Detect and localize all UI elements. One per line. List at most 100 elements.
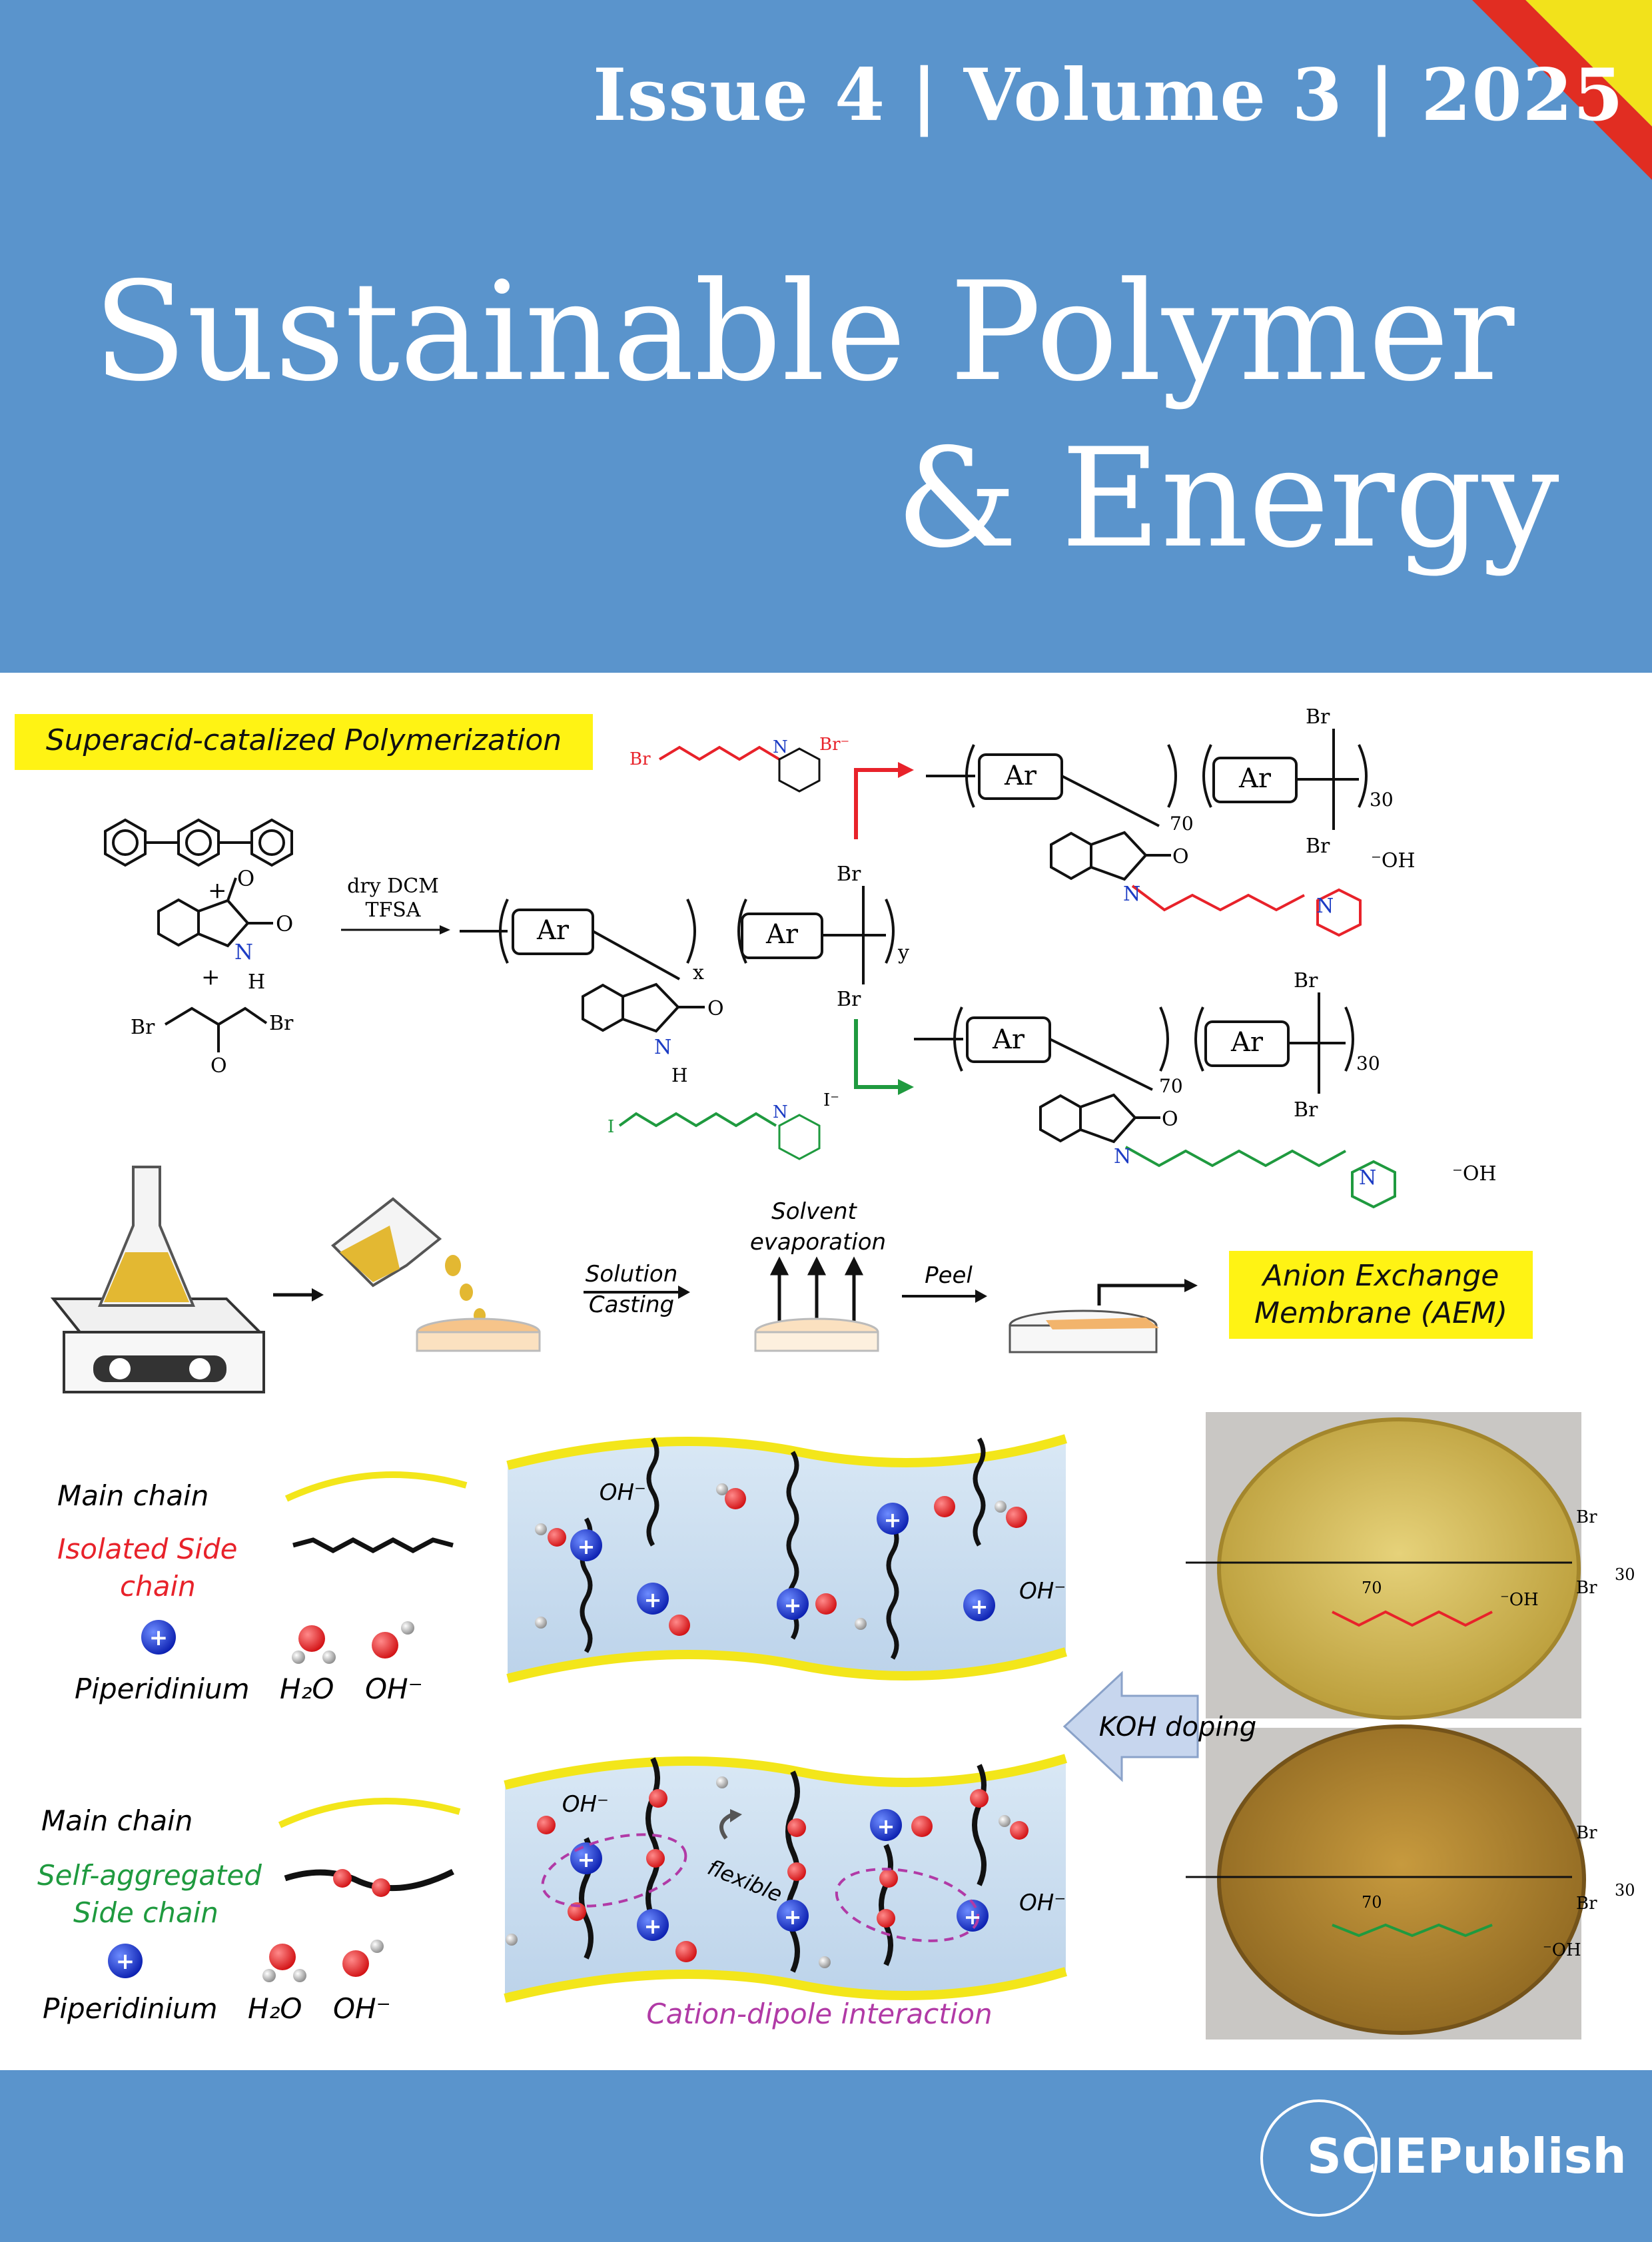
plus-sign: + [116,1948,135,1975]
subscript-70: 70 [1170,813,1194,835]
bromine-label: Br [131,1016,155,1039]
membrane-photo-aggregated [1206,1724,1586,2040]
bromine-label: Br [837,863,861,886]
bromine-label: Br [1306,705,1330,729]
plus-sign: + [784,1593,802,1618]
oxygen-label: O [237,866,254,891]
hydroxide-label: ⁻OH [1543,1940,1581,1960]
nitrogen-label: N [1123,883,1140,906]
condition-solvent: dry DCM [347,875,439,898]
subscript-30: 30 [1370,789,1394,811]
photo-structure-overlay [1186,1561,1572,1878]
separator: | [1368,53,1396,137]
ion-channel-isolated [506,1434,1068,1683]
legend-piperidinium: Piperidinium [43,1992,218,2025]
plus-sign: + [884,1507,902,1533]
hydroxide-label: OH⁻ [1019,1578,1066,1605]
hydrogen-label: H [671,1064,687,1086]
hydroxide-icon [401,1621,414,1635]
bromine-label: Br [1576,1507,1597,1527]
aryl-label: Ar [536,915,570,946]
issue-year: 2025 [1421,53,1624,137]
legend-side-chain: Side chain [73,1896,218,1929]
hydroxide-label: ⁻OH [1371,849,1416,873]
bromine-label: Br [1576,1894,1597,1914]
oxygen-label: O [707,997,724,1020]
piperidinium-icon [108,1944,143,1978]
step-casting-label: Solution [586,1261,678,1288]
hydroxide-label: ⁻OH [1452,1162,1497,1186]
bromine-label: Br [837,988,861,1011]
main-chain-swatch [284,1471,468,1502]
iodine-label: I [608,1117,614,1137]
oxygen-label: O [1172,845,1189,869]
aryl-label: Ar [765,919,799,950]
water-icon [269,1944,296,1970]
red-arrow [854,768,899,839]
subscript-70: 70 [1159,1075,1183,1097]
pouring-flask [330,1197,541,1352]
water-icon [292,1651,305,1664]
bromine-label: Br [1294,969,1318,992]
legend-main-chain: Main chain [57,1479,208,1512]
legend-hydroxide: OH⁻ [333,1992,391,2025]
legend-water: H₂O [248,1992,302,2025]
side-chain-swatch [284,1868,455,1892]
subscript-70: 70 [1362,1579,1382,1597]
terphenyl-monomer [104,818,293,867]
hotplate-with-flask [50,1166,265,1393]
hydroxide-label: OH⁻ [562,1791,609,1818]
hydroxide-icon [342,1950,369,1977]
plus-sign: + [208,877,227,904]
step-peel-label: Peel [925,1262,973,1289]
plus-sign: + [578,1847,596,1872]
peeled-membrane [1009,1279,1198,1353]
green-reagent [618,1112,777,1128]
nitrogen-label: N [654,1036,671,1059]
bromine-label: Br [629,749,651,769]
water-icon [322,1651,336,1664]
legend-side-chain: Self-aggregated [37,1859,262,1892]
legend-side-chain: chain [120,1570,196,1603]
plus-sign: + [971,1594,989,1619]
piperidinium-icon [141,1620,176,1655]
publisher-name: SCIEPublish [1307,2128,1627,2184]
subscript-x: x [693,961,704,984]
hydrogen-label: H [248,970,265,994]
arrow-head [898,762,914,778]
water-icon [298,1625,325,1652]
plus-sign: + [784,1904,802,1930]
aryl-label: Ar [1238,763,1272,794]
plus-sign: + [149,1625,169,1651]
plus-sign: + [964,1904,982,1930]
oxygen-label: O [1162,1108,1178,1131]
arrow-head [312,1288,324,1302]
step-evaporation-label: Solvent [771,1198,857,1225]
subscript-30: 30 [1615,1565,1635,1584]
step-evaporation-label: evaporation [750,1229,886,1256]
water-icon [293,1969,306,1982]
aryl-label: Ar [992,1024,1025,1055]
product-label: Anion Exchange [1262,1259,1499,1293]
green-arrow [854,1019,899,1089]
nitrogen-label: N [1316,895,1334,918]
red-side-chain [1131,885,1305,912]
hydroxide-icon [370,1940,384,1953]
plus-sign: + [644,1914,662,1939]
legend-side-chain: Isolated Side [57,1533,238,1565]
isatin-monomer [157,877,273,948]
plus-sign: + [201,964,220,990]
hydroxide-label: OH⁻ [600,1479,646,1506]
oxygen-label: O [210,1054,227,1078]
ion-channel-aggregated [504,1754,1068,2003]
iodide-label: I⁻ [823,1090,839,1110]
journal-title-line2: & Energy [896,420,1559,578]
volume-number: Volume 3 [963,53,1343,137]
nitrogen-label: N [773,1102,788,1122]
nitrogen-label: N [1359,1166,1376,1190]
product-polymer-isolated [926,729,1368,881]
nitrogen-label: N [1114,1145,1131,1168]
cation-dipole-label: Cation-dipole interaction [646,1998,992,2030]
bromine-label: Br [1576,1823,1597,1843]
dibromoacetone-monomer [164,1006,268,1052]
